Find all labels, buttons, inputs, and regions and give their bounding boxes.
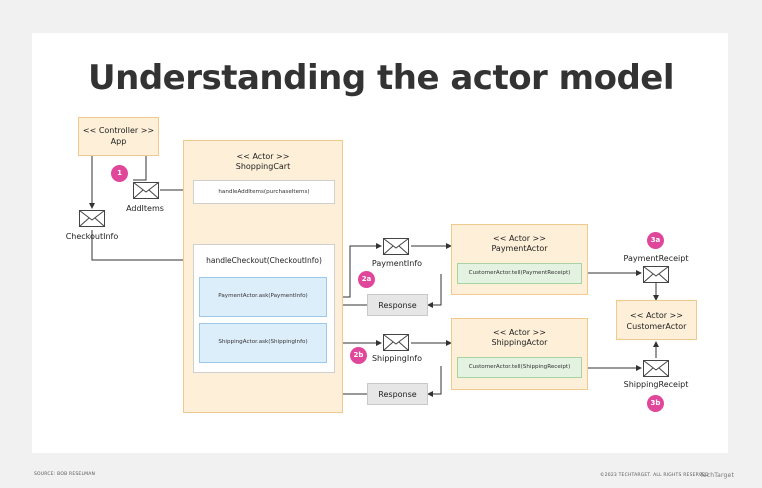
- shippingactor-box: << Actor >> ShippingActor: [451, 318, 588, 390]
- shipping-ask-box: ShippingActor.ask(ShippingInfo): [199, 323, 327, 363]
- shipping-response-label: Response: [378, 390, 417, 399]
- step-badge-3b: 3b: [647, 395, 664, 412]
- paymentactor-stereotype: << Actor >>: [493, 234, 546, 243]
- customeractor-name: CustomerActor: [626, 322, 687, 331]
- line-payment-response: [427, 274, 442, 308]
- customeractor-box: << Actor >> CustomerActor: [616, 300, 697, 340]
- checkoutinfo-envelope-icon: [79, 210, 105, 227]
- paymentactor-name: PaymentActor: [491, 244, 548, 253]
- techtarget-logo: TechTarget: [700, 472, 735, 479]
- shipping-tell-box: CustomerActor.tell(ShippingReceipt): [457, 357, 582, 378]
- step-badge-2a: 2a: [358, 271, 375, 288]
- shippingactor-name: ShippingActor: [491, 338, 548, 347]
- paymentreceipt-label: PaymentReceipt: [623, 254, 689, 263]
- checkoutinfo-label: CheckoutInfo: [65, 232, 119, 241]
- payment-response-box: Response: [367, 294, 428, 316]
- line-shipping-response: [427, 366, 442, 397]
- customeractor-stereotype: << Actor >>: [630, 311, 683, 320]
- additems-label: AddItems: [126, 204, 164, 213]
- shippingactor-stereotype: << Actor >>: [493, 328, 546, 337]
- controller-stereotype: << Controller >>: [82, 126, 155, 135]
- payment-ask-label: PaymentActor.ask(PaymentInfo): [218, 293, 308, 299]
- source-credit: SOURCE: BOB RESELMAN: [34, 472, 96, 477]
- shipping-response-box: Response: [367, 383, 428, 405]
- step-badge-1: 1: [111, 165, 128, 182]
- shippingreceipt-envelope-icon: [643, 360, 669, 377]
- paymentactor-box: << Actor >> PaymentActor: [451, 224, 588, 295]
- payment-response-label: Response: [378, 301, 417, 310]
- shippingreceipt-label: ShippingReceipt: [623, 380, 689, 389]
- payment-tell-box: CustomerActor.tell(PaymentReceipt): [457, 263, 582, 284]
- payment-tell-label: CustomerActor.tell(PaymentReceipt): [468, 270, 571, 276]
- shoppingcart-name: ShoppingCart: [235, 162, 291, 171]
- paymentreceipt-envelope-icon: [643, 266, 669, 283]
- shippinginfo-label: ShippingInfo: [371, 354, 423, 363]
- paymentinfo-envelope-icon: [383, 238, 409, 255]
- payment-ask-box: PaymentActor.ask(PaymentInfo): [199, 277, 327, 317]
- step-badge-2b: 2b: [350, 347, 367, 364]
- diagram-title: Understanding the actor model: [88, 58, 675, 98]
- additems-envelope-icon: [133, 182, 159, 199]
- handle-additems-box: handleAddItems(purchaseItems): [193, 180, 335, 204]
- shoppingcart-stereotype: << Actor >>: [236, 152, 290, 161]
- shippinginfo-envelope-icon: [383, 334, 409, 351]
- copyright-text: ©2023 TECHTARGET. ALL RIGHTS RESERVED: [600, 473, 709, 478]
- controller-name: App: [110, 137, 127, 146]
- step-badge-3a: 3a: [647, 232, 664, 249]
- controller-app-box: << Controller >> App: [78, 117, 159, 156]
- shipping-ask-label: ShippingActor.ask(ShippingInfo): [218, 339, 308, 345]
- handle-additems-label: handleAddItems(purchaseItems): [218, 189, 310, 195]
- shipping-tell-label: CustomerActor.tell(ShippingReceipt): [468, 364, 571, 370]
- line-checkoutinfo-to-cart: [91, 230, 194, 263]
- line-app-to-additems: [133, 156, 147, 181]
- handle-checkout-label: handleCheckout(CheckoutInfo): [206, 256, 322, 265]
- paymentinfo-label: PaymentInfo: [371, 259, 423, 268]
